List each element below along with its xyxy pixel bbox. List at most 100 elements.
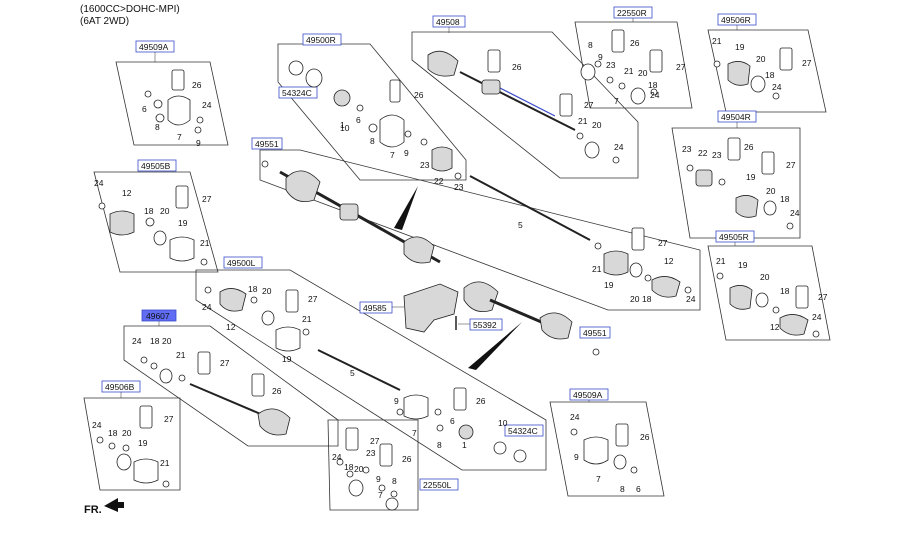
callout-49505R[interactable]: 49505R <box>715 230 755 246</box>
callout-49509A-bottom-text: 49509A <box>573 390 603 400</box>
callout-22550R-text: 22550R <box>617 8 647 18</box>
callout-49500L[interactable]: 49500L <box>223 256 263 269</box>
callout-49505B[interactable]: 49505B <box>137 159 177 172</box>
callout-49551-bottom[interactable]: 49551 <box>579 326 611 339</box>
svg-text:26: 26 <box>414 90 424 100</box>
parts-group-49506R: 21 19 20 18 24 27 <box>712 36 812 100</box>
callout-49500R[interactable]: 49500R <box>302 33 342 46</box>
svg-text:26: 26 <box>640 432 650 442</box>
svg-text:18: 18 <box>248 284 258 294</box>
svg-text:26: 26 <box>402 454 412 464</box>
svg-text:27: 27 <box>202 194 212 204</box>
svg-text:7: 7 <box>177 132 182 142</box>
svg-text:19: 19 <box>282 354 292 364</box>
svg-text:23: 23 <box>712 150 722 160</box>
svg-text:1: 1 <box>340 120 345 130</box>
svg-text:24: 24 <box>686 294 696 304</box>
svg-text:19: 19 <box>178 218 188 228</box>
svg-text:27: 27 <box>308 294 318 304</box>
svg-text:19: 19 <box>138 438 148 448</box>
callout-49505B-text: 49505B <box>141 161 171 171</box>
svg-text:18: 18 <box>648 80 658 90</box>
callout-49506R[interactable]: 49506R <box>717 13 757 30</box>
svg-text:8: 8 <box>437 440 442 450</box>
svg-text:12: 12 <box>664 256 674 266</box>
svg-text:24: 24 <box>332 452 342 462</box>
panel-main-right-shaft <box>259 149 701 311</box>
callout-49506B-text: 49506B <box>105 382 135 392</box>
callout-49500R-text: 49500R <box>306 35 336 45</box>
svg-text:1: 1 <box>462 440 467 450</box>
svg-text:12: 12 <box>770 322 780 332</box>
svg-text:27: 27 <box>676 62 686 72</box>
svg-text:6: 6 <box>636 484 641 494</box>
callout-49551-top[interactable]: 49551 <box>251 137 283 150</box>
svg-text:5: 5 <box>518 220 523 230</box>
svg-text:20: 20 <box>766 186 776 196</box>
callout-49504R[interactable]: 49504R <box>717 110 757 128</box>
svg-text:20: 20 <box>122 428 132 438</box>
callout-49506R-text: 49506R <box>721 15 751 25</box>
svg-text:21: 21 <box>624 66 634 76</box>
svg-text:19: 19 <box>738 260 748 270</box>
svg-text:26: 26 <box>476 396 486 406</box>
svg-text:27: 27 <box>164 414 174 424</box>
svg-text:24: 24 <box>202 100 212 110</box>
svg-text:19: 19 <box>735 42 745 52</box>
panel-49500L <box>195 269 547 471</box>
parts-group-49505R: 21 19 20 18 27 24 12 <box>716 256 828 338</box>
svg-text:26: 26 <box>272 386 282 396</box>
callout-22550L[interactable]: 22550L <box>419 478 459 491</box>
svg-text:26: 26 <box>630 38 640 48</box>
svg-text:18: 18 <box>765 70 775 80</box>
svg-text:9: 9 <box>196 138 201 148</box>
svg-text:18: 18 <box>780 286 790 296</box>
arrow-icon <box>104 498 124 512</box>
svg-text:9: 9 <box>574 452 579 462</box>
callout-49508[interactable]: 49508 <box>432 15 466 33</box>
callout-49509A-top-text: 49509A <box>139 42 169 52</box>
callout-49551-top-text: 49551 <box>255 139 279 149</box>
parts-group-49509A-bottom: 24 9 26 7 8 6 <box>570 412 650 494</box>
svg-text:6: 6 <box>356 115 361 125</box>
callout-49585-text: 49585 <box>363 303 387 313</box>
callout-54324C-bottom[interactable]: 54324C <box>504 424 544 437</box>
callout-22550L-text: 22550L <box>423 480 452 490</box>
svg-text:26: 26 <box>512 62 522 72</box>
svg-text:24: 24 <box>202 302 212 312</box>
header-line-2: (6AT 2WD) <box>80 16 130 27</box>
svg-text:6: 6 <box>450 416 455 426</box>
svg-text:19: 19 <box>746 172 756 182</box>
svg-text:24: 24 <box>570 412 580 422</box>
callout-49506B[interactable]: 49506B <box>101 380 141 398</box>
callout-54324C-top-text: 54324C <box>282 88 312 98</box>
svg-text:9: 9 <box>376 474 381 484</box>
svg-text:20: 20 <box>630 294 640 304</box>
panel-49508 <box>411 31 639 179</box>
callout-49509A-bottom[interactable]: 49509A <box>569 388 609 402</box>
callout-49585[interactable]: 49585 <box>359 301 404 314</box>
callout-49500L-text: 49500L <box>227 258 256 268</box>
svg-text:12: 12 <box>122 188 132 198</box>
callout-55392-text: 55392 <box>473 320 497 330</box>
callout-49509A-top[interactable]: 49509A <box>135 40 175 62</box>
svg-text:21: 21 <box>578 116 588 126</box>
svg-text:24: 24 <box>92 420 102 430</box>
svg-text:23: 23 <box>682 144 692 154</box>
callout-55392[interactable]: 55392 <box>458 318 503 331</box>
svg-text:9: 9 <box>394 396 399 406</box>
svg-text:21: 21 <box>712 36 722 46</box>
panel-49607 <box>123 325 339 447</box>
svg-text:19: 19 <box>604 280 614 290</box>
svg-text:21: 21 <box>200 238 210 248</box>
callout-54324C-top[interactable]: 54324C <box>278 86 318 99</box>
callout-49607-text: 49607 <box>146 311 170 321</box>
svg-text:23: 23 <box>420 160 430 170</box>
bracket-assembly <box>403 281 600 370</box>
svg-text:18: 18 <box>150 336 160 346</box>
svg-text:22: 22 <box>434 176 444 186</box>
svg-text:21: 21 <box>302 314 312 324</box>
callout-22550R[interactable]: 22550R <box>613 6 653 22</box>
callout-49607[interactable]: 49607 <box>141 309 177 326</box>
svg-text:23: 23 <box>606 60 616 70</box>
